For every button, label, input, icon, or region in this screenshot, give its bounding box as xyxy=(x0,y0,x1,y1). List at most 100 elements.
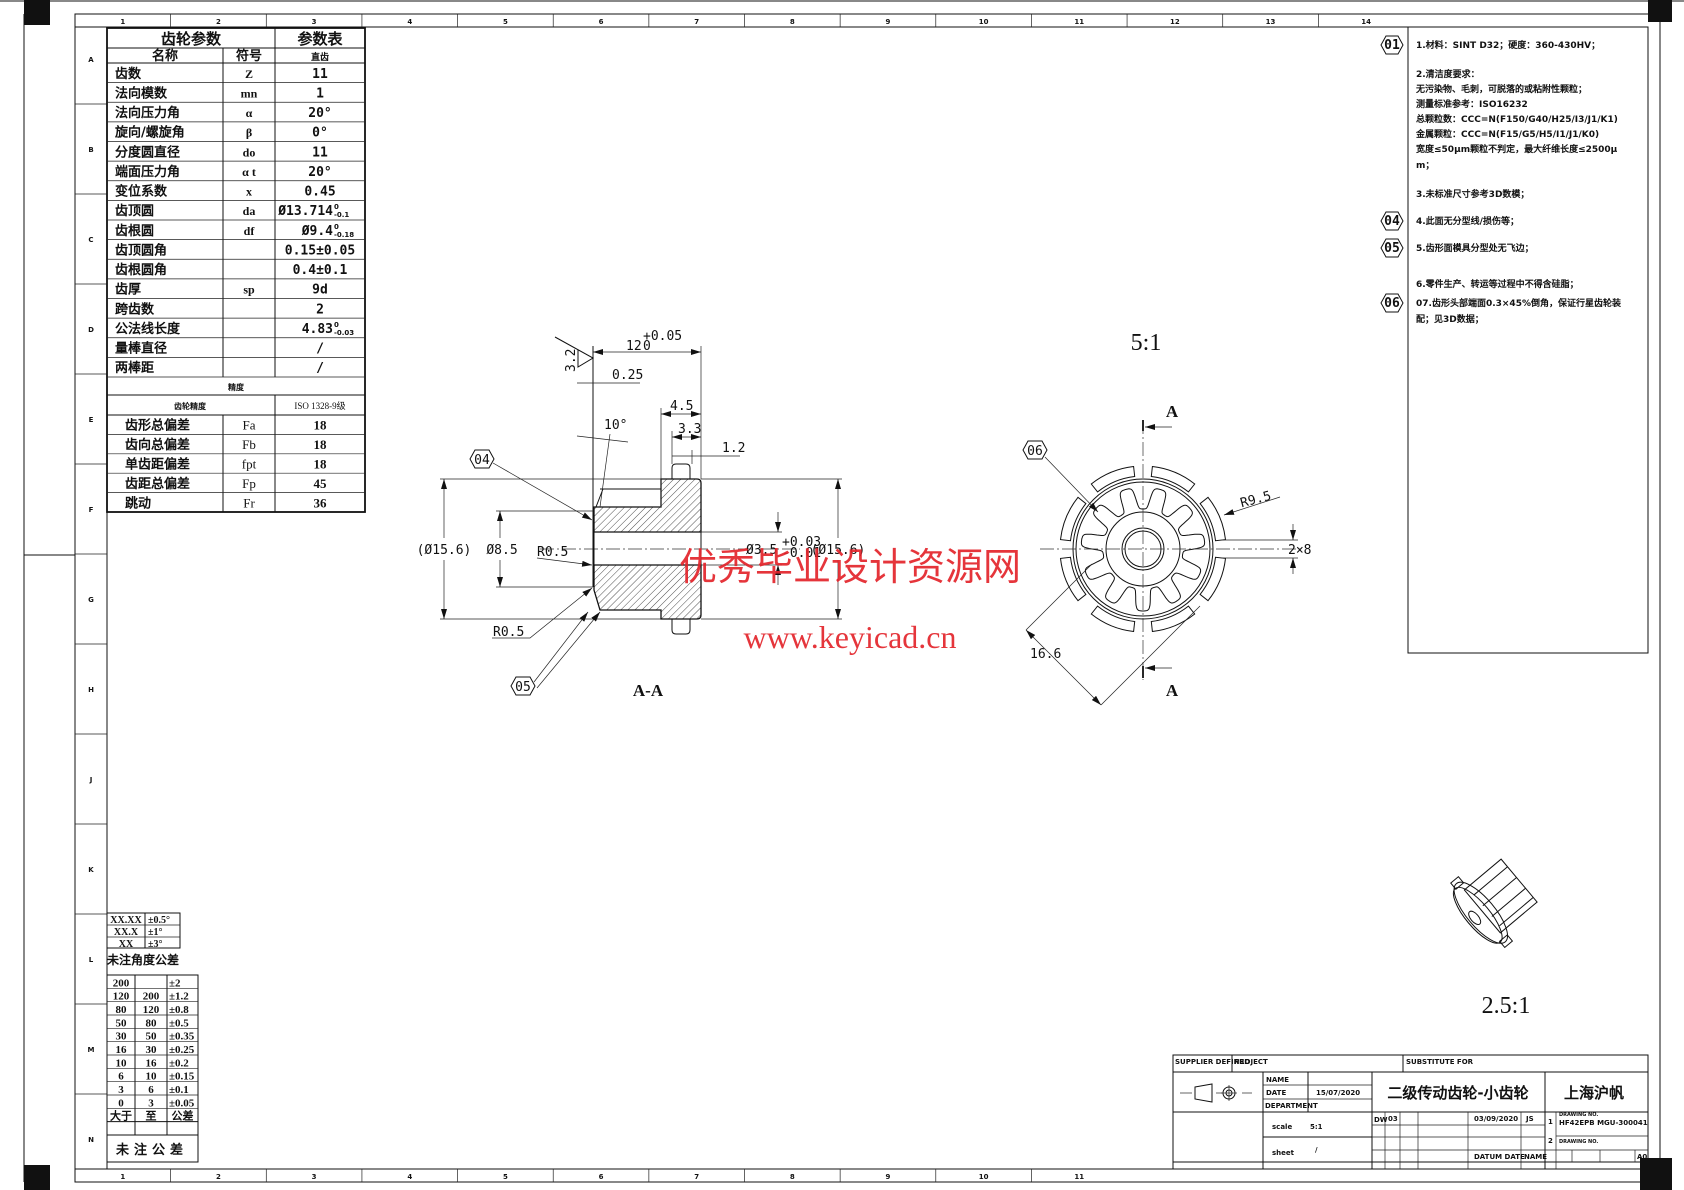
outer-tab-segment xyxy=(1199,556,1227,602)
note-line: 测量标准参考：ISO16232 xyxy=(1416,98,1528,110)
column-label: 3 xyxy=(312,1173,317,1181)
column-label: 6 xyxy=(599,18,604,26)
tolerance-cell: 3 xyxy=(118,1084,124,1096)
row-label: H xyxy=(88,686,94,694)
deviation-symbol: Fp xyxy=(242,476,256,491)
company-name: 上海沪帆 xyxy=(1564,1084,1624,1102)
note-line: 无污染物、毛刺，可脱落的或粘附性颗粒； xyxy=(1415,83,1587,95)
precision-value: ISO 1328-9级 xyxy=(294,400,345,411)
param-value: 0.45 xyxy=(304,185,335,200)
scale-value: 5:1 xyxy=(1310,1123,1323,1131)
column-header: 符号 xyxy=(236,48,262,64)
param-value: 1 xyxy=(316,86,324,101)
tolerance-cell: ±1.2 xyxy=(169,991,189,1003)
outer-tab-segment xyxy=(1150,605,1196,633)
iso-view-scale: 2.5:1 xyxy=(1482,993,1531,1019)
marker-hexagon-05 xyxy=(510,676,536,696)
note-line: 金属颗粒：CCC=N(F15/G5/H5/I1/J1/K0) xyxy=(1415,128,1599,140)
column-label: 11 xyxy=(1074,18,1084,26)
row-label: M xyxy=(88,1046,95,1054)
marker-hexagon-06 xyxy=(1022,440,1048,460)
angle-format: XX xyxy=(119,939,134,950)
section-hatch-upper xyxy=(593,478,702,533)
param-symbol: mn xyxy=(241,86,258,100)
param-value: / xyxy=(316,361,324,376)
deviation-value: 18 xyxy=(314,437,328,452)
row-label: A xyxy=(88,56,94,64)
note-marker-hexagon xyxy=(1380,35,1404,55)
section-view-a-a: 12 +0.05 0 3.2 0.25 4.5 3.3 1.2 10° (Ø15… xyxy=(417,329,866,700)
roughness-value: 3.2 xyxy=(564,349,579,372)
tolerance-cell: 200 xyxy=(113,977,130,989)
projection-symbol xyxy=(1180,1083,1252,1103)
param-value: 0.15±0.05 xyxy=(285,243,355,258)
tolerance-cell: 6 xyxy=(148,1084,154,1096)
row-label: C xyxy=(88,236,93,244)
corner-mark xyxy=(24,1165,50,1190)
column-label: 8 xyxy=(790,1173,795,1181)
note-line: 5.齿形面模具分型处无飞边； xyxy=(1416,242,1534,254)
note-line: 宽度≤50μm颗粒不判定，最大纤维长度≤2500μ xyxy=(1415,143,1618,155)
tolerance-cell: 50 xyxy=(146,1031,158,1043)
param-tol-upper: 0 xyxy=(334,223,339,231)
drawing-no-label: DRAWING NO. xyxy=(1559,1112,1598,1118)
radius-top: R0.5 xyxy=(537,545,568,560)
note-line: 6.零件生产、转运等过程中不得含硅脂； xyxy=(1416,278,1579,290)
angle-format: XX.X xyxy=(114,927,139,938)
param-tol-upper: 0 xyxy=(334,321,339,329)
column-label: 14 xyxy=(1361,18,1371,26)
column-label: 4 xyxy=(407,18,412,26)
tolerance-header: 大于 xyxy=(110,1109,132,1123)
tolerance-cell: 200 xyxy=(143,991,160,1003)
deviation-symbol: Fr xyxy=(243,495,255,510)
column-header: 名称 xyxy=(152,48,178,64)
supplier-label: SUPPLIER DEFINED xyxy=(1175,1058,1250,1066)
isometric-view: 2.5:1 xyxy=(1450,858,1538,1019)
marker-04: 04 xyxy=(474,453,490,468)
column-label: 4 xyxy=(407,1173,412,1181)
param-name: 法向模数 xyxy=(115,85,168,101)
corner-mark xyxy=(1648,0,1672,22)
dim-3-3: 3.3 xyxy=(678,422,701,437)
param-symbol: x xyxy=(246,185,252,199)
row-label: E xyxy=(89,416,94,424)
note-marker-hexagon xyxy=(1380,293,1404,313)
tolerance-cell: 120 xyxy=(143,1004,160,1016)
note-marker: 01 xyxy=(1384,38,1400,53)
param-name: 分度圆直径 xyxy=(115,144,180,160)
column-label: 8 xyxy=(790,18,795,26)
table-subtitle: 参数表 xyxy=(297,30,343,48)
outer-tab-segment xyxy=(1090,465,1136,493)
revision-dw: DW xyxy=(1374,1116,1388,1124)
note-line: 07.齿形头部端面0.3×45%倒角，保证行星齿轮装 xyxy=(1416,297,1622,309)
column-label: 1 xyxy=(120,18,125,26)
date-label: DATE xyxy=(1266,1089,1286,1097)
project-label: PROJECT xyxy=(1234,1058,1268,1066)
note-line: 3.未标准尺寸参考3D数模； xyxy=(1416,188,1529,200)
row-label: L xyxy=(89,956,94,964)
param-tol-lower: -0.03 xyxy=(334,329,354,337)
tolerance-cell: 3 xyxy=(148,1097,154,1109)
deviation-symbol: Fb xyxy=(242,437,256,452)
watermark-line2: www.keyicad.cn xyxy=(744,619,957,655)
tolerance-cell: ±0.25 xyxy=(169,1044,195,1056)
deviation-name: 齿距总偏差 xyxy=(125,476,190,492)
param-value: 20° xyxy=(308,165,331,180)
outer-tab-segment xyxy=(1059,556,1087,602)
deviation-symbol: fpt xyxy=(242,457,257,472)
dim-4-5: 4.5 xyxy=(670,399,693,414)
front-view-scale: 5:1 xyxy=(1131,330,1162,356)
deviation-name: 齿向总偏差 xyxy=(125,437,190,453)
row-label: F xyxy=(89,506,94,514)
tolerance-cell: 50 xyxy=(116,1017,128,1029)
linear-tolerance-title: 未注公差 xyxy=(115,1142,188,1158)
row-2: 2 xyxy=(1548,1137,1553,1145)
column-label: 2 xyxy=(216,18,221,26)
title-block: SUPPLIER DEFINED PROJECT SUBSTITUTE FOR … xyxy=(1172,1054,1649,1170)
dim-length-tol-lower: 0 xyxy=(643,339,651,354)
tolerance-cell: ±2 xyxy=(169,977,181,989)
table-border xyxy=(106,27,366,513)
revision-number: 03 xyxy=(1388,1115,1398,1123)
